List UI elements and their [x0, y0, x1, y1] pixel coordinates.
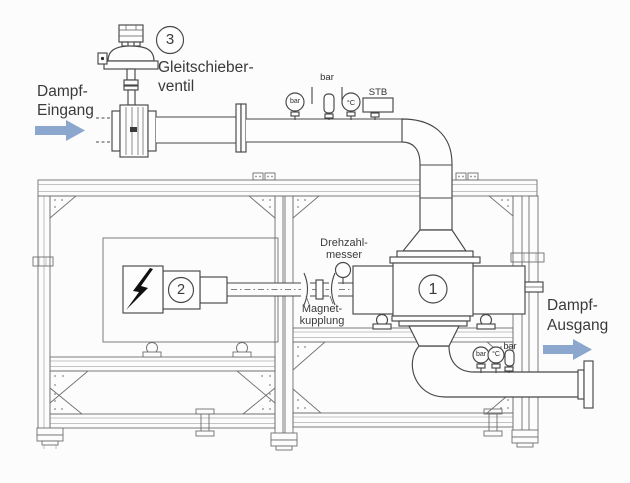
temperature-gauge — [341, 92, 361, 120]
frame-foot — [36, 427, 539, 451]
slide-valve — [96, 24, 159, 158]
outlet-flow-bar-label: bar — [503, 341, 517, 351]
magnetic-coupling — [301, 272, 338, 306]
inlet-flow-bar-label: bar — [320, 72, 334, 83]
callout-1-number: 1 — [428, 281, 438, 298]
steam-inlet-label: Dampf- Eingang — [37, 82, 94, 120]
callout-3-circle — [155, 25, 185, 55]
steam-inlet-line2: Eingang — [37, 102, 94, 119]
temperature-gauge — [487, 346, 505, 373]
shaft — [227, 261, 353, 306]
outlet-temp-label: °C — [492, 351, 500, 358]
callout-3-number: 3 — [165, 31, 175, 48]
steam-outlet-label: Dampf- Ausgang — [547, 296, 608, 335]
tachometer-label: Drehzahl- messer — [314, 237, 374, 261]
outlet-gauge-bar-label: bar — [475, 351, 487, 358]
valve-name-line1: Gleitschieber- — [158, 59, 254, 76]
valve-actuator — [97, 45, 159, 106]
exhaust-cone — [408, 325, 460, 347]
lightning-icon — [126, 268, 153, 310]
flow-sensor — [311, 87, 343, 120]
beam-bolt-tab — [252, 172, 479, 181]
coupling-line1: Magnet- — [301, 303, 343, 315]
steam-inlet-arrow-icon — [35, 120, 85, 141]
callout-2-number: 2 — [176, 282, 186, 298]
turbine-feet — [372, 313, 496, 330]
beam-clamp — [195, 408, 503, 437]
stb-device — [362, 97, 394, 120]
downcomer-pipe — [389, 118, 481, 264]
valve-body — [111, 104, 157, 158]
generator — [122, 265, 228, 314]
valve-positioner — [118, 24, 144, 47]
exhaust-pipe — [411, 345, 594, 409]
inlet-temp-label: °C — [346, 98, 356, 107]
steam-outlet-line2: Ausgang — [547, 316, 609, 334]
pipe-flange — [235, 103, 242, 153]
steam-outlet-arrow-icon — [543, 339, 592, 360]
outlet-flange — [583, 360, 594, 409]
outlet-instruments — [472, 346, 515, 373]
tachometer-line1: Drehzahl- — [320, 237, 368, 249]
inlet-instruments — [285, 87, 394, 120]
stb-label: STB — [368, 87, 388, 98]
steam-inlet-line1: Dampf- — [37, 83, 88, 100]
inlet-cone — [401, 229, 468, 252]
inlet-pipe — [156, 103, 402, 153]
inlet-gauge-bar-label: bar — [289, 98, 301, 105]
outlet-flange-ring — [577, 369, 585, 400]
tachometer-line2: messer — [325, 248, 363, 261]
magnetic-coupling-label: Magnet- kupplung — [294, 303, 350, 327]
valve-name-label: Gleitschieber- ventil — [158, 59, 254, 96]
flow-sensor — [504, 349, 515, 373]
valve-name-line2: ventil — [158, 77, 195, 95]
turbine — [352, 262, 544, 347]
pressure-gauge — [285, 92, 305, 120]
steam-outlet-line1: Dampf- — [547, 297, 598, 314]
gusset-plates-top — [49, 195, 514, 219]
coupling-line2: kupplung — [299, 314, 345, 327]
tachometer-gauge — [334, 261, 352, 284]
